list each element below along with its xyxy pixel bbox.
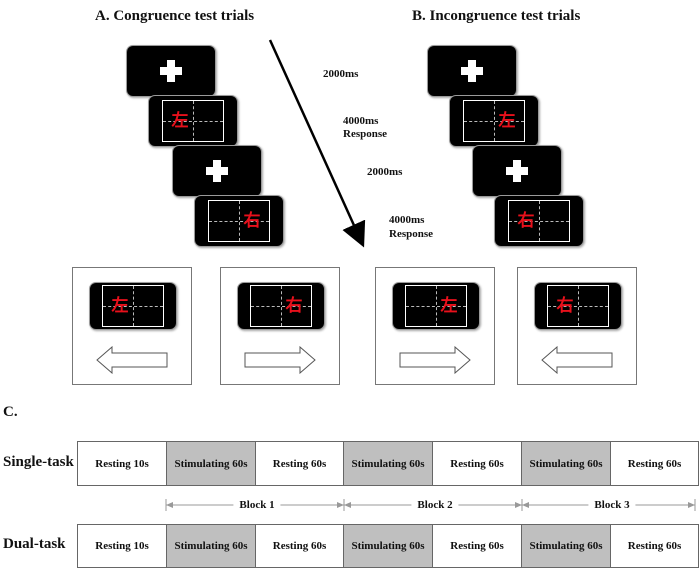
fixation-screen bbox=[427, 45, 517, 97]
segment-resting: Resting 10s bbox=[78, 442, 167, 485]
stimulus-character: 右 bbox=[517, 211, 535, 231]
panel-a-title: A. Congruence test trials bbox=[95, 8, 255, 24]
timing-response-2: Response bbox=[389, 228, 434, 240]
fixation-cross-icon bbox=[160, 60, 182, 82]
segment-resting: Resting 10s bbox=[78, 525, 167, 567]
timing-stim-1: 4000ms bbox=[343, 115, 379, 127]
timing-stim-2: 4000ms bbox=[389, 214, 425, 226]
response-card: 右 bbox=[517, 267, 637, 385]
response-card: 右 bbox=[220, 267, 340, 385]
single-task-timeline: Resting 10s Stimulating 60s Resting 60s … bbox=[77, 441, 699, 486]
row-label-single-task: Single-task bbox=[3, 454, 74, 470]
timing-fixation-2: 2000ms bbox=[367, 166, 403, 178]
response-card: 左 bbox=[72, 267, 192, 385]
stimulus-grid: 右 bbox=[508, 200, 570, 242]
stimulus-character: 左 bbox=[440, 296, 458, 316]
segment-stimulating: Stimulating 60s bbox=[522, 525, 611, 567]
dual-task-timeline: Resting 10s Stimulating 60s Resting 60s … bbox=[77, 524, 699, 568]
block-label: Block 1 bbox=[233, 499, 281, 511]
stimulus-screen: 左 bbox=[148, 95, 238, 147]
timing-fixation-1: 2000ms bbox=[323, 68, 359, 80]
right-arrow-icon bbox=[244, 346, 316, 374]
segment-resting: Resting 60s bbox=[627, 457, 682, 470]
segment-resting: Resting 60s bbox=[433, 525, 522, 567]
fixation-cross-icon bbox=[461, 60, 483, 82]
right-arrow-icon bbox=[399, 346, 471, 374]
stimulus-grid: 左 bbox=[463, 100, 525, 142]
stimulus-screen: 左 bbox=[89, 282, 177, 330]
stimulus-character: 左 bbox=[498, 111, 516, 131]
stimulus-screen: 左 bbox=[392, 282, 480, 330]
timing-response-1: Response bbox=[343, 128, 388, 140]
block-label: Block 3 bbox=[588, 499, 636, 511]
stimulus-character: 左 bbox=[111, 296, 129, 316]
panel-b-title: B. Incongruence test trials bbox=[412, 8, 581, 24]
segment-stimulating: Stimulating 60s bbox=[167, 442, 256, 485]
stimulus-character: 右 bbox=[556, 296, 574, 316]
segment-resting: Resting 60s bbox=[256, 442, 344, 485]
stimulus-screen: 右 bbox=[194, 195, 284, 247]
stimulus-character: 右 bbox=[243, 211, 261, 231]
segment-resting: Resting 60s bbox=[433, 442, 522, 485]
stimulus-grid: 左 bbox=[162, 100, 224, 142]
fixation-cross-icon bbox=[206, 160, 228, 182]
segment-stimulating: Stimulating 60s bbox=[344, 442, 433, 485]
segment-stimulating: Stimulating 60s bbox=[522, 442, 611, 485]
left-arrow-icon bbox=[541, 346, 613, 374]
stimulus-character: 左 bbox=[171, 111, 189, 131]
stimulus-character: 右 bbox=[285, 296, 303, 316]
stimulus-screen: 右 bbox=[237, 282, 325, 330]
block-label: Block 2 bbox=[411, 499, 459, 511]
stimulus-screen: 右 bbox=[534, 282, 622, 330]
segment-stimulating: Stimulating 60s bbox=[167, 525, 256, 567]
segment-resting: Resting 60s bbox=[256, 525, 344, 567]
fixation-screen bbox=[472, 145, 562, 197]
segment-resting: Resting 60s bbox=[627, 540, 682, 552]
response-card: 左 bbox=[375, 267, 495, 385]
stimulus-grid: 右 bbox=[208, 200, 270, 242]
fixation-cross-icon bbox=[506, 160, 528, 182]
panel-c-label: C. bbox=[3, 404, 18, 420]
left-arrow-icon bbox=[96, 346, 168, 374]
segment-stimulating: Stimulating 60s bbox=[344, 525, 433, 567]
stimulus-screen: 右 bbox=[494, 195, 584, 247]
stimulus-screen: 左 bbox=[449, 95, 539, 147]
fixation-screen bbox=[126, 45, 216, 97]
row-label-dual-task: Dual-task bbox=[3, 536, 66, 552]
